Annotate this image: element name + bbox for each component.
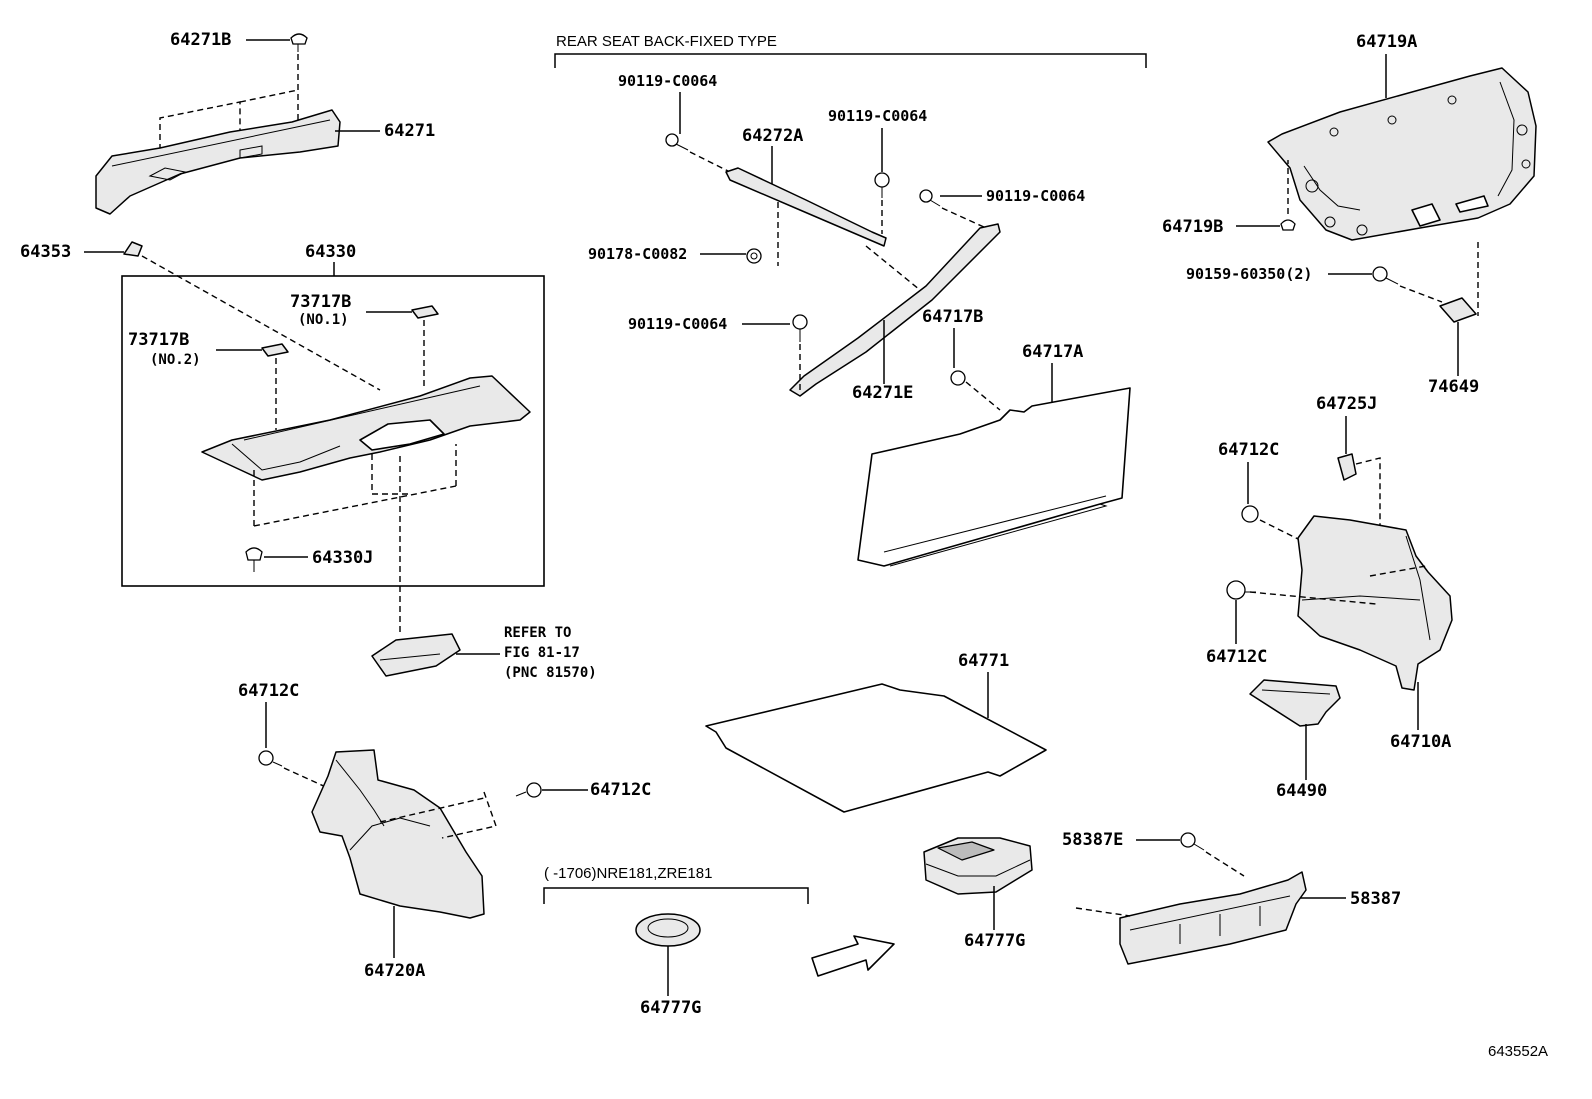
clip-64719B: [1280, 219, 1296, 231]
part-group-64771: 64771: [705, 651, 1047, 813]
figure-id: 643552A: [1488, 1043, 1548, 1060]
package-tray-64330: [201, 375, 531, 481]
bolt-c: [919, 189, 933, 203]
label-73717B-no1-note[interactable]: (NO.1): [298, 312, 349, 328]
nut-90178: [746, 248, 762, 264]
label-64719A[interactable]: 64719A: [1356, 32, 1417, 52]
label-screw-90159[interactable]: 90159-60350(2): [1186, 265, 1312, 283]
clip-64712C-r1: [1241, 505, 1259, 523]
part-group-58387: 58387E 58387: [1062, 830, 1401, 965]
arrow-indicator: [811, 935, 895, 977]
part-group-64719: 64719A 64719B 90159-60350(2) 74649: [1162, 32, 1537, 397]
rear-seat-bracket: [554, 53, 1147, 68]
clip-64712C-l1: [258, 750, 274, 766]
label-64330J[interactable]: 64330J: [312, 548, 373, 568]
label-64710A[interactable]: 64710A: [1390, 732, 1451, 752]
trim-64720A: [311, 749, 485, 919]
bolt-d: [792, 314, 808, 330]
label-64272A[interactable]: 64272A: [742, 126, 803, 146]
bracket-64272A: [725, 167, 887, 247]
label-64771[interactable]: 64771: [958, 651, 1009, 671]
label-64712C-r1[interactable]: 64712C: [1218, 440, 1279, 460]
label-64490[interactable]: 64490: [1276, 781, 1327, 801]
trim-64710A: [1297, 515, 1453, 691]
label-74649[interactable]: 74649: [1428, 377, 1479, 397]
refer-line-2: FIG 81-17: [504, 645, 580, 661]
clip-64271B: [290, 33, 308, 45]
rear-seat-header: REAR SEAT BACK-FIXED TYPE: [556, 33, 777, 50]
bolt-a: [665, 133, 679, 147]
model-note-bracket: [543, 887, 809, 904]
label-bolt-c[interactable]: 90119-C0064: [986, 187, 1085, 205]
label-64330[interactable]: 64330: [305, 242, 356, 262]
trim-64719A: [1267, 67, 1537, 241]
clip-64725J: [1337, 453, 1357, 481]
label-64719B[interactable]: 64719B: [1162, 217, 1223, 237]
label-64725J[interactable]: 64725J: [1316, 394, 1377, 414]
lamp-81570: [371, 633, 461, 677]
trim-panel-64271: [95, 109, 341, 215]
clip-64353: [123, 241, 143, 257]
part-group-64777G: ( -1706)NRE181,ZRE181 64777G 64777G: [543, 837, 1033, 1018]
label-64777G-b[interactable]: 64777G: [964, 931, 1025, 951]
label-73717B-no1[interactable]: 73717B: [290, 292, 351, 312]
clip-64717B: [950, 370, 966, 386]
label-64717B[interactable]: 64717B: [922, 307, 983, 327]
part-group-64710: 64725J 64712C 64712C 64710A 64490: [1206, 394, 1453, 801]
label-bolt-a[interactable]: 90119-C0064: [618, 72, 717, 90]
label-nut-90178[interactable]: 90178-C0082: [588, 245, 687, 263]
clip-73717B-no1: [411, 305, 439, 319]
label-64712C-l2[interactable]: 64712C: [590, 780, 651, 800]
rod-64271E: [789, 223, 1001, 397]
label-64271[interactable]: 64271: [384, 121, 435, 141]
clip-73717B-no2: [261, 343, 289, 357]
label-73717B-no2-note[interactable]: (NO.2): [150, 352, 201, 368]
part-group-64330: 64353 64330 73717B (NO.1) 73717B (NO.2) …: [20, 241, 597, 681]
label-64712C-r2[interactable]: 64712C: [1206, 647, 1267, 667]
tray-64490: [1249, 679, 1341, 727]
clip-64712C-l2: [526, 782, 542, 798]
mat-64771: [705, 683, 1047, 813]
clip-64712C-r2: [1226, 580, 1246, 600]
label-bolt-d[interactable]: 90119-C0064: [628, 315, 727, 333]
model-note: ( -1706)NRE181,ZRE181: [544, 865, 712, 882]
label-58387E[interactable]: 58387E: [1062, 830, 1123, 850]
label-64712C-l1[interactable]: 64712C: [238, 681, 299, 701]
label-bolt-b[interactable]: 90119-C0064: [828, 107, 927, 125]
label-64777G-a[interactable]: 64777G: [640, 998, 701, 1018]
part-group-rear-seat: REAR SEAT BACK-FIXED TYPE 90119-C0064 64…: [554, 33, 1147, 403]
board-64717A: [857, 387, 1131, 567]
label-64720A[interactable]: 64720A: [364, 961, 425, 981]
label-64271B[interactable]: 64271B: [170, 30, 231, 50]
refer-line-3: (PNC 81570): [504, 665, 597, 681]
box-64330: [121, 275, 545, 587]
hook-74649: [1439, 297, 1477, 323]
label-64271E[interactable]: 64271E: [852, 383, 913, 403]
screw-90159: [1372, 266, 1388, 282]
label-64717A[interactable]: 64717A: [1022, 342, 1083, 362]
refer-line-1: REFER TO: [504, 625, 571, 641]
part-group-64720: 64712C 64712C 64720A: [238, 681, 651, 981]
label-73717B-no2[interactable]: 73717B: [128, 330, 189, 350]
label-58387[interactable]: 58387: [1350, 889, 1401, 909]
part-group-64717: 64717B 64717A: [857, 307, 1131, 567]
clip-58387E: [1180, 832, 1196, 848]
part-group-64271: 64271B 64271: [95, 30, 435, 215]
label-64353[interactable]: 64353: [20, 242, 71, 262]
plate-58387: [1119, 871, 1307, 965]
bolt-b: [874, 172, 890, 188]
clip-64330J: [245, 547, 263, 561]
